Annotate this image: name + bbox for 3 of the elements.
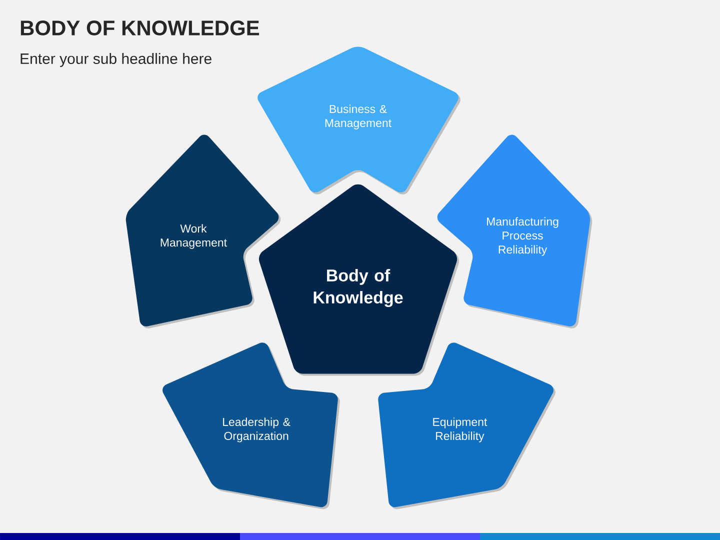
subtitle: Enter your sub headline here bbox=[20, 53, 212, 67]
center-pentagon: Body of Knowledge bbox=[258, 184, 460, 376]
title: BODY OF KNOWLEDGE bbox=[20, 20, 260, 36]
